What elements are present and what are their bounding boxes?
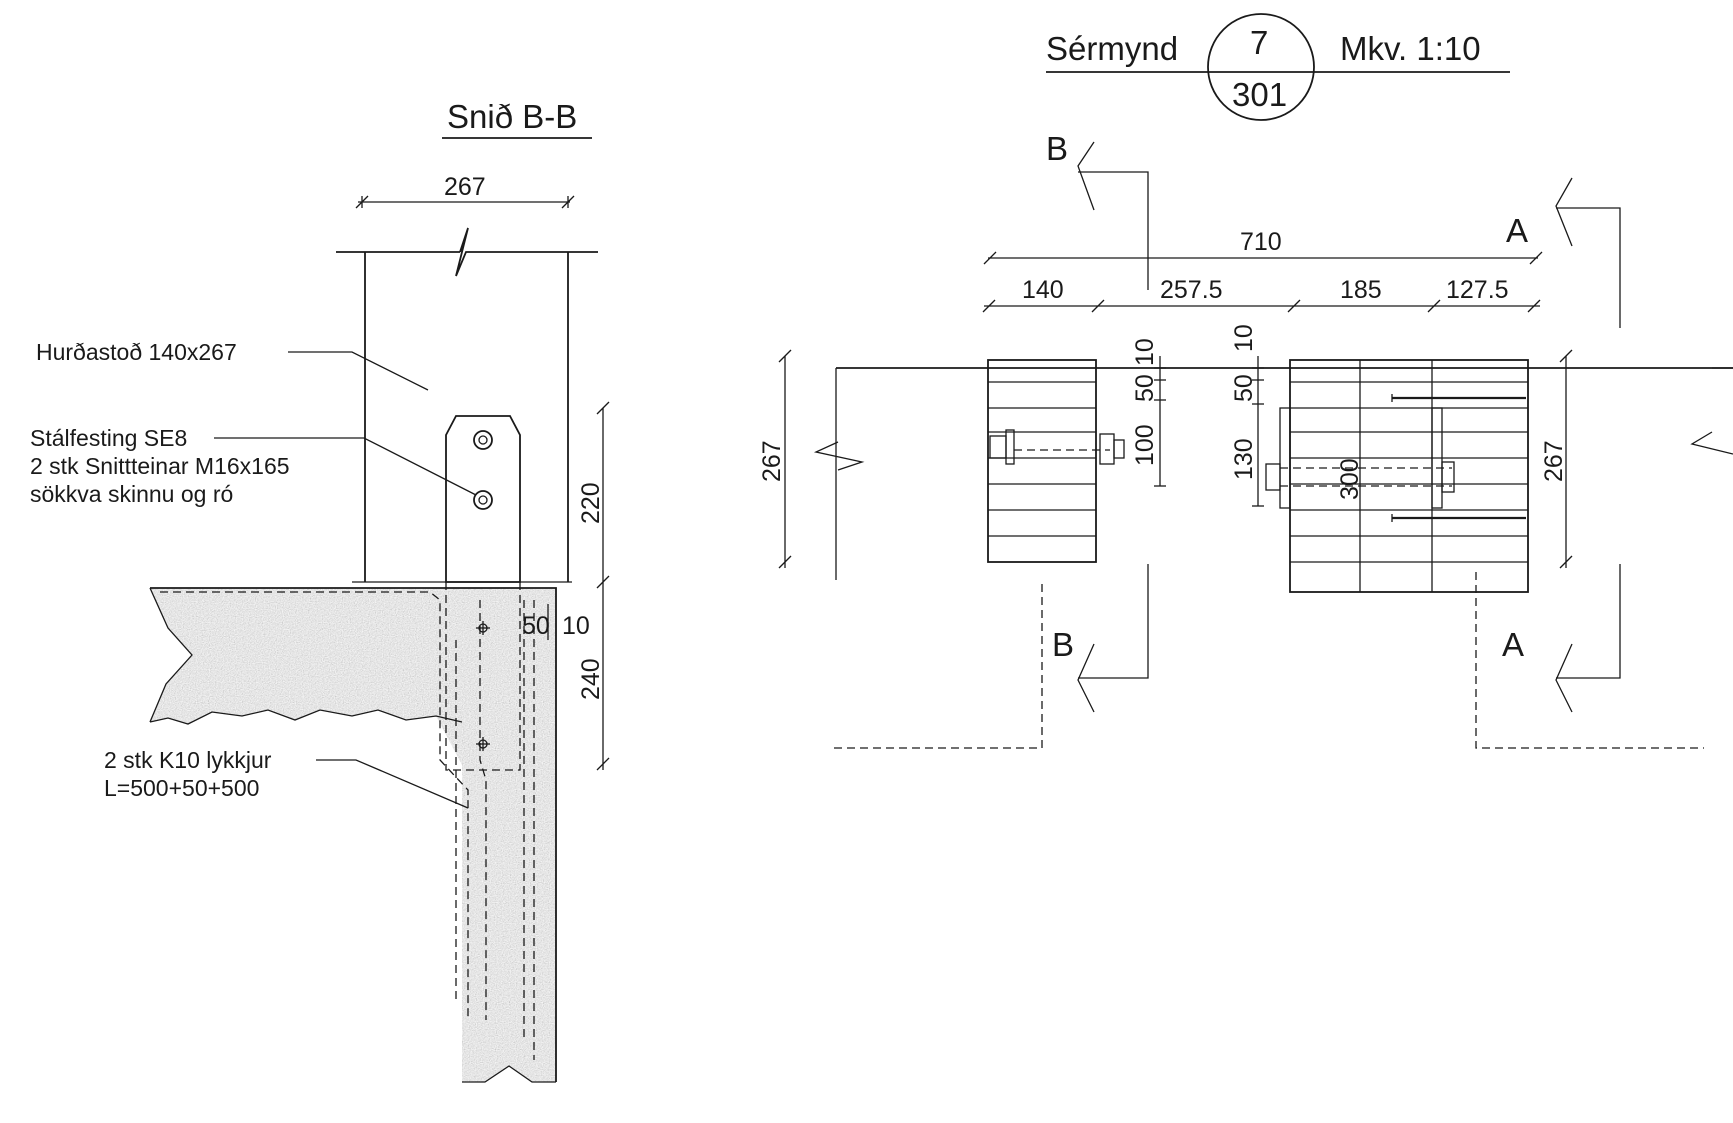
- label-bracket-line2: 2 stk Snittteinar M16x165: [30, 453, 290, 479]
- detail-ref-number: 7: [1250, 24, 1268, 61]
- svg-text:B: B: [1046, 130, 1068, 167]
- svg-text:140: 140: [1022, 276, 1064, 304]
- detail-scale: Mkv. 1:10: [1340, 30, 1481, 67]
- svg-text:A: A: [1502, 626, 1524, 663]
- detail-view: Sérmynd 7 301 Mkv. 1:10 B B A A: [758, 13, 1733, 749]
- dim-small-b-text: 10: [562, 612, 590, 640]
- section-bb: Snið B-B 267: [30, 98, 610, 1083]
- detail-title-block: Sérmynd 7 301 Mkv. 1:10: [1046, 13, 1510, 121]
- dim-post-right-details: 10 50 130: [1230, 324, 1264, 507]
- svg-text:300: 300: [1336, 458, 1364, 500]
- detail-title: Sérmynd: [1046, 30, 1178, 67]
- detail-ref-sheet: 301: [1232, 76, 1287, 113]
- svg-text:267: 267: [758, 440, 786, 482]
- label-post: Hurðastoð 140x267: [36, 339, 429, 391]
- steel-bracket: [445, 415, 521, 583]
- label-rebar-line2: L=500+50+500: [104, 775, 259, 801]
- cut-mark-a-bottom: A: [1502, 564, 1621, 713]
- dim-vertical-bb: 220 240 50 10: [522, 401, 610, 771]
- dim-right-height: 267: [1540, 349, 1573, 569]
- dim-width-text: 267: [444, 173, 486, 201]
- svg-text:50: 50: [1131, 374, 1159, 402]
- post-right: 300: [1265, 359, 1529, 593]
- label-rebar-line1: 2 stk K10 lykkjur: [104, 747, 272, 773]
- detail-ref-circle: [1207, 13, 1315, 121]
- section-bb-title: Snið B-B: [447, 98, 577, 135]
- cut-mark-a-top: A: [1506, 177, 1621, 328]
- dim-left-height: 267: [758, 349, 792, 569]
- wall-lines: [813, 367, 1733, 749]
- svg-text:10: 10: [1230, 324, 1258, 352]
- svg-text:130: 130: [1230, 438, 1258, 480]
- svg-text:10: 10: [1131, 338, 1159, 366]
- svg-text:50: 50: [1230, 374, 1258, 402]
- door-post: [336, 227, 598, 583]
- svg-text:127.5: 127.5: [1446, 276, 1509, 304]
- svg-text:257.5: 257.5: [1160, 276, 1223, 304]
- label-bracket-line3: sökkva skinnu og ró: [30, 481, 233, 507]
- svg-text:710: 710: [1240, 228, 1282, 256]
- label-rebar: 2 stk K10 lykkjur L=500+50+500: [104, 747, 469, 809]
- svg-text:267: 267: [1540, 440, 1568, 482]
- label-post-text: Hurðastoð 140x267: [36, 339, 237, 365]
- svg-text:A: A: [1506, 212, 1528, 249]
- dim-width: 267: [355, 173, 575, 209]
- dim-total: 710: [983, 228, 1543, 265]
- dim-small-a-text: 50: [522, 612, 550, 640]
- dim-post-left-details: 10 50 100: [1131, 338, 1166, 487]
- post-left: [987, 359, 1125, 563]
- label-bracket-line1: Stálfesting SE8: [30, 425, 187, 451]
- dim-upper-text: 220: [577, 482, 605, 524]
- dim-lower-text: 240: [577, 658, 605, 700]
- svg-text:B: B: [1052, 626, 1074, 663]
- cut-mark-b-bottom: B: [1052, 564, 1149, 713]
- svg-text:100: 100: [1131, 424, 1159, 466]
- dim-segments: 140 257.5 185 127.5: [982, 276, 1541, 313]
- concrete-foundation: [149, 582, 557, 1083]
- cut-mark-b-top: B: [1046, 130, 1149, 290]
- svg-text:185: 185: [1340, 276, 1382, 304]
- label-bracket: Stálfesting SE8 2 stk Snittteinar M16x16…: [30, 425, 477, 507]
